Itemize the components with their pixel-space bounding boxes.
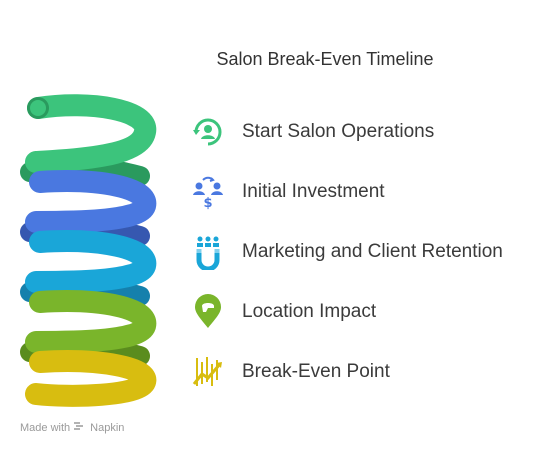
timeline-item-label: Start Salon Operations (242, 121, 435, 142)
refresh-person-icon (190, 112, 232, 152)
footer-brand: Napkin (90, 422, 125, 434)
magnet-people-icon (190, 232, 232, 272)
spiral-front-blue (25, 170, 157, 233)
timeline-item-label: Marketing and Client Retention (242, 241, 503, 262)
timeline-item-marketing-retention: Marketing and Client Retention (190, 232, 503, 272)
growth-chart-icon (190, 352, 232, 392)
timeline-item-location-impact: Location Impact (190, 292, 376, 332)
people-dollar-icon: $ (190, 172, 232, 212)
napkin-logo-icon (73, 421, 85, 435)
made-with-napkin-footer: Made with Napkin (20, 421, 124, 435)
spiral-front-yellow (25, 350, 157, 407)
spiral-front-olive (25, 290, 157, 353)
diagram-title: Salon Break-Even Timeline (216, 49, 434, 69)
location-pin-icon (190, 292, 232, 332)
spiral-timeline (20, 94, 157, 407)
svg-text:$: $ (203, 196, 212, 210)
spiral-front-green (25, 94, 157, 173)
timeline-item-label: Break-Even Point (242, 361, 390, 382)
spiral-front-cyan (25, 230, 157, 293)
timeline-item-start-operations: Start Salon Operations (190, 112, 434, 152)
timeline-item-break-even: Break-Even Point (190, 352, 390, 392)
timeline-item-label: Initial Investment (242, 181, 385, 202)
timeline-item-initial-investment: $ Initial Investment (190, 172, 385, 212)
timeline-item-label: Location Impact (242, 301, 377, 322)
footer-prefix: Made with (20, 422, 71, 434)
